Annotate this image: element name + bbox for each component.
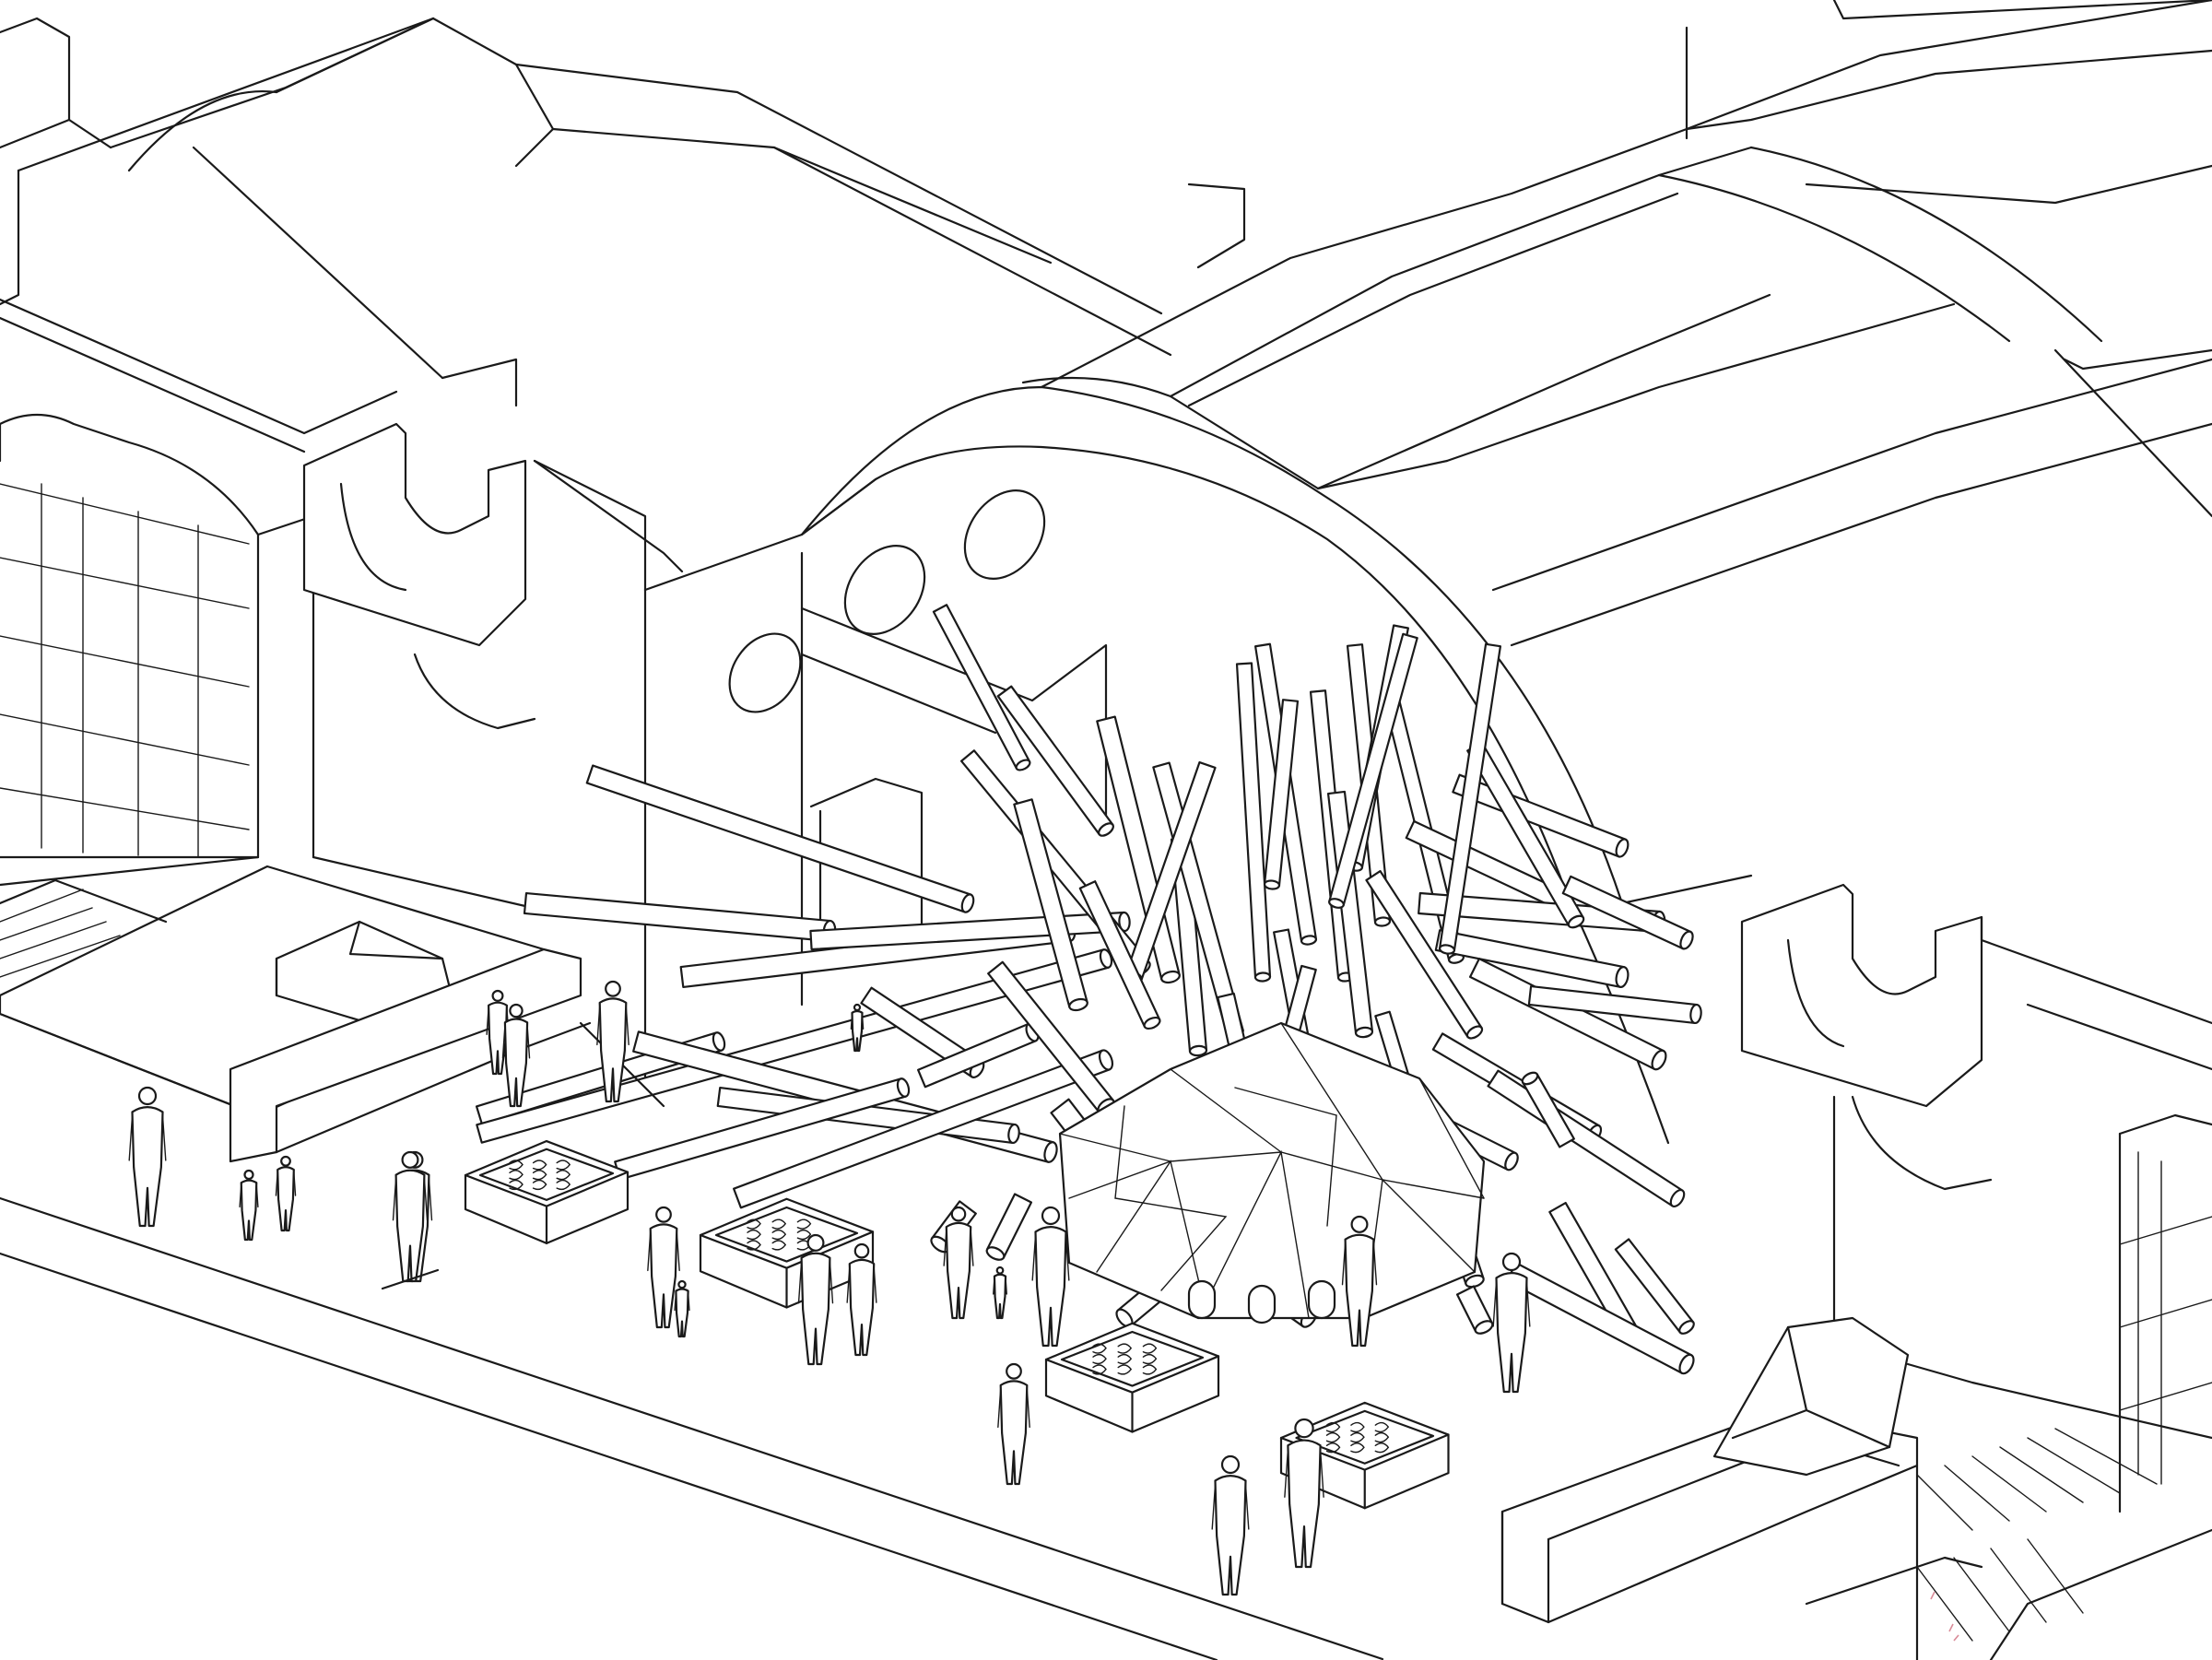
timber-pole [1013, 798, 1088, 1012]
timber-pole [1438, 642, 1502, 955]
person [381, 1150, 440, 1290]
person [674, 1279, 690, 1338]
timber-pole [1365, 870, 1484, 1040]
left-building [0, 17, 1172, 914]
person [1341, 1215, 1378, 1348]
person [239, 1169, 259, 1242]
person [275, 1155, 297, 1232]
person [993, 1266, 1007, 1320]
timber-pole [1521, 1071, 1575, 1148]
person [501, 1003, 531, 1108]
person [846, 1242, 877, 1357]
timber-pole [1078, 880, 1161, 1030]
person [1284, 1418, 1324, 1569]
timber-pole [1614, 1238, 1695, 1335]
right-hall-roof [1021, 0, 2212, 647]
person [596, 980, 629, 1103]
timber-pole [996, 685, 1114, 837]
timber-pole [585, 764, 975, 913]
person [1031, 1206, 1070, 1348]
timber-pole [1263, 699, 1300, 890]
left-corbel [302, 422, 536, 730]
person [943, 1206, 974, 1320]
timber-pole [1328, 632, 1418, 909]
timber-pole [1561, 875, 1694, 950]
person [1492, 1252, 1531, 1394]
timber-pole [1326, 790, 1374, 1039]
person [1211, 1454, 1250, 1596]
person [797, 1233, 834, 1366]
people [128, 980, 1531, 1596]
main-arch [533, 385, 2212, 1513]
person [647, 1206, 680, 1329]
timber-pole [1527, 984, 1702, 1025]
timber-pole [1434, 929, 1630, 988]
planters [464, 1139, 1450, 1510]
person [850, 1003, 865, 1053]
timber-pole [1235, 662, 1272, 983]
timber-pole [733, 1049, 1114, 1209]
person [128, 1086, 167, 1228]
timber-pole [1468, 958, 1667, 1071]
timber-pole [985, 1193, 1033, 1261]
timber-pole [1455, 1285, 1494, 1335]
right-terrace [1500, 1316, 2212, 1660]
timber-pole [932, 604, 1031, 771]
planter [464, 1139, 629, 1245]
person [997, 1362, 1030, 1486]
geodesic-base [1058, 1021, 1486, 1324]
planter [1044, 1322, 1220, 1433]
